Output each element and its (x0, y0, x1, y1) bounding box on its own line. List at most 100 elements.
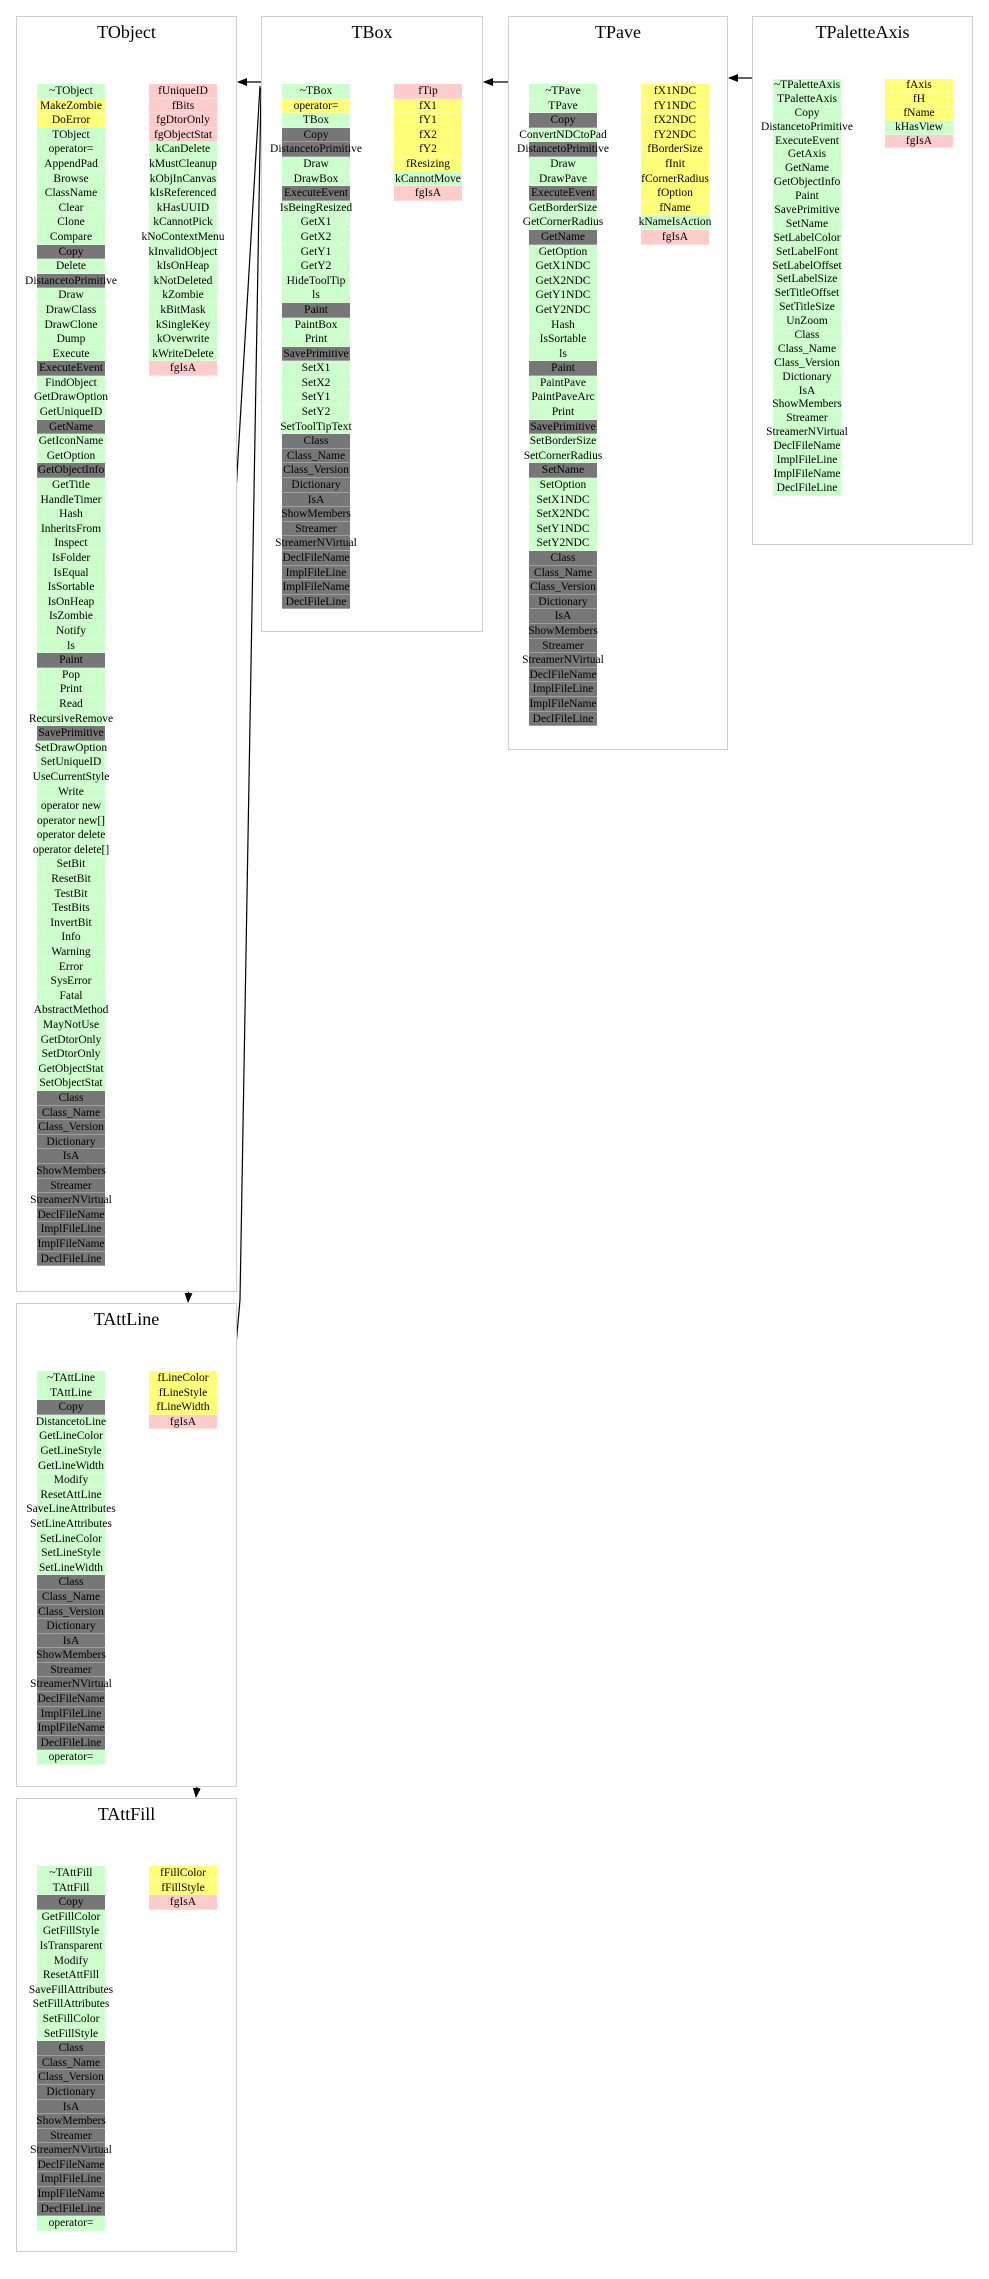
field-row[interactable]: fInit (641, 156, 709, 172)
method-row[interactable]: Delete (37, 259, 105, 274)
method-row[interactable]: Streamer (773, 412, 841, 427)
method-row[interactable]: ImplFileLine (37, 1706, 105, 1722)
method-row[interactable]: Class_Name (529, 565, 597, 581)
method-row[interactable]: GetFillStyle (37, 1924, 105, 1939)
field-row[interactable]: kHasUUID (149, 200, 217, 216)
method-row[interactable]: UnZoom (773, 315, 841, 330)
method-row[interactable]: GetName (37, 419, 105, 435)
method-row[interactable]: ShowMembers (36, 1163, 106, 1179)
method-row[interactable]: IsA (529, 609, 597, 624)
method-row[interactable]: Class_Version (37, 1120, 105, 1135)
field-row[interactable]: fResizing (394, 156, 462, 172)
method-row[interactable]: Class (282, 434, 350, 449)
method-row[interactable]: GetLineWidth (37, 1458, 105, 1474)
method-row[interactable]: SetName (529, 463, 597, 479)
method-row[interactable]: StreamerNVirtual (30, 2143, 112, 2158)
method-row[interactable]: ~TAttLine (37, 1371, 105, 1386)
method-row[interactable]: operator delete[] (33, 842, 109, 858)
method-row[interactable]: Class_Name (37, 1589, 105, 1605)
method-row[interactable]: DistancetoPrimitive (517, 142, 609, 157)
field-row[interactable]: fX1 (394, 98, 462, 114)
method-row[interactable]: SetToolTipText (280, 419, 352, 435)
method-row[interactable]: ~TObject (37, 84, 105, 99)
method-row[interactable]: SetX1NDC (529, 492, 597, 508)
method-row[interactable]: SetOption (529, 478, 597, 493)
field-row[interactable]: fOption (641, 186, 709, 201)
method-row[interactable]: Dictionary (773, 370, 841, 385)
field-row[interactable]: fgIsA (149, 1895, 217, 1910)
method-row[interactable]: StreamerNVirtual (30, 1193, 112, 1208)
method-row[interactable]: Dictionary (37, 1619, 105, 1634)
method-row[interactable]: GetFillColor (37, 1909, 105, 1925)
method-row[interactable]: Dictionary (529, 594, 597, 610)
method-row[interactable]: ResetAttLine (37, 1487, 105, 1503)
method-row[interactable]: AbstractMethod (34, 1003, 108, 1018)
method-row[interactable]: GetOption (529, 244, 597, 260)
method-row[interactable]: Dictionary (37, 1134, 105, 1150)
method-row[interactable]: Copy (282, 127, 350, 143)
method-row[interactable]: IsZombie (37, 609, 105, 624)
method-row[interactable]: Class (529, 551, 597, 566)
method-row[interactable]: ClassName (37, 186, 105, 201)
method-row[interactable]: SetBorderSize (529, 434, 597, 449)
method-row[interactable]: SaveFillAttributes (29, 1982, 113, 1998)
field-row[interactable]: fBits (149, 98, 217, 114)
method-row[interactable]: SetCornerRadius (524, 448, 602, 464)
field-row[interactable]: fBorderSize (641, 142, 709, 157)
method-row[interactable]: Browse (37, 171, 105, 187)
method-row[interactable]: Paint (282, 302, 350, 318)
method-row[interactable]: SetLabelFont (773, 245, 841, 260)
method-row[interactable]: ImplFileLine (529, 682, 597, 697)
method-row[interactable]: Class_Name (773, 342, 841, 357)
method-row[interactable]: GetY2NDC (529, 302, 597, 318)
method-row[interactable]: GetObjectInfo (37, 463, 105, 479)
method-row[interactable]: GetBorderSize (529, 200, 597, 216)
method-row[interactable]: operator new[] (37, 813, 105, 829)
method-row[interactable]: SetLineAttributes (30, 1516, 112, 1532)
method-row[interactable]: Paint (37, 653, 105, 668)
method-row[interactable]: Print (282, 332, 350, 347)
field-row[interactable]: kBitMask (149, 302, 217, 318)
method-row[interactable]: GetX1 (282, 215, 350, 230)
field-row[interactable]: fTip (394, 84, 462, 99)
method-row[interactable]: Paint (529, 361, 597, 376)
field-row[interactable]: kNoContextMenu (141, 229, 225, 245)
method-row[interactable]: SetTitleSize (773, 301, 841, 316)
method-row[interactable]: ImplFileName (37, 2187, 105, 2202)
method-row[interactable]: Print (529, 405, 597, 420)
field-row[interactable]: fCornerRadius (641, 171, 709, 187)
method-row[interactable]: Class_Version (37, 2070, 105, 2085)
method-row[interactable]: SetFillColor (37, 2011, 105, 2027)
method-row[interactable]: TPaletteAxis (773, 92, 841, 107)
method-row[interactable]: operator= (37, 2216, 105, 2231)
method-row[interactable]: operator delete (37, 828, 105, 843)
method-row[interactable]: PaintBox (282, 317, 350, 333)
field-row[interactable]: kCannotPick (149, 215, 217, 230)
method-row[interactable]: Dictionary (282, 478, 350, 493)
field-row[interactable]: kOverwrite (149, 332, 217, 347)
method-row[interactable]: GetTitle (37, 478, 105, 493)
method-row[interactable]: ResetAttFill (37, 1968, 105, 1983)
field-row[interactable]: kMustCleanup (149, 156, 217, 172)
method-row[interactable]: SetFillAttributes (33, 1997, 109, 2012)
method-row[interactable]: UseCurrentStyle (33, 769, 109, 785)
method-row[interactable]: DrawClass (37, 302, 105, 318)
method-row[interactable]: ShowMembers (528, 623, 598, 639)
method-row[interactable]: DeclFileLine (529, 711, 597, 727)
field-row[interactable]: kZombie (149, 288, 217, 303)
method-row[interactable]: DeclFileLine (37, 2201, 105, 2217)
method-row[interactable]: GetX2NDC (529, 273, 597, 289)
method-row[interactable]: SetFillStyle (37, 2026, 105, 2042)
method-row[interactable]: Class_Version (529, 580, 597, 595)
method-row[interactable]: SysError (37, 974, 105, 989)
field-row[interactable]: fX2 (394, 127, 462, 143)
method-row[interactable]: Class_Version (773, 356, 841, 371)
method-row[interactable]: ImplFileLine (37, 1222, 105, 1237)
method-row[interactable]: Clear (37, 200, 105, 216)
method-row[interactable]: operator= (282, 98, 350, 114)
method-row[interactable]: DeclFileName (529, 667, 597, 683)
method-row[interactable]: ImplFileLine (37, 2172, 105, 2188)
method-row[interactable]: ImplFileLine (282, 565, 350, 581)
method-row[interactable]: ImplFileName (773, 467, 841, 482)
